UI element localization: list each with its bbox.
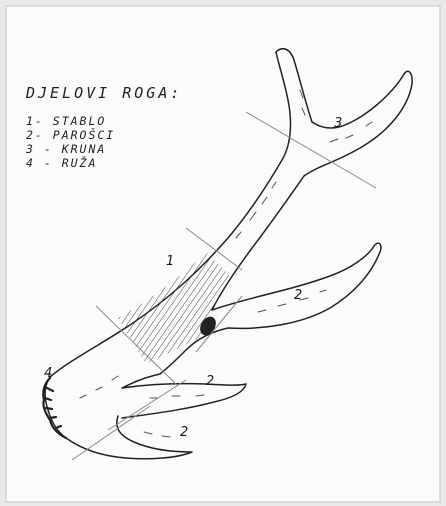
label-tine-lower: 2 (180, 425, 188, 440)
legend-item-tines: 2- PAROŠCI (26, 128, 182, 142)
legend: DJELOVI ROGA: 1- STABLO 2- PAROŠCI 3 - K… (26, 84, 182, 170)
paper-background (6, 6, 440, 502)
legend-item-burr: 4 - RUŽA (26, 156, 182, 170)
label-tine-middle: 2 (206, 374, 214, 389)
legend-item-stem: 1- STABLO (26, 114, 182, 128)
legend-item-crown: 3 - KRUNA (26, 142, 182, 156)
label-crown: 3 (334, 116, 342, 131)
label-burr: 4 (44, 366, 52, 381)
legend-title: DJELOVI ROGA: (26, 84, 182, 102)
label-tine-upper: 2 (294, 288, 302, 303)
label-stem: 1 (166, 254, 174, 269)
